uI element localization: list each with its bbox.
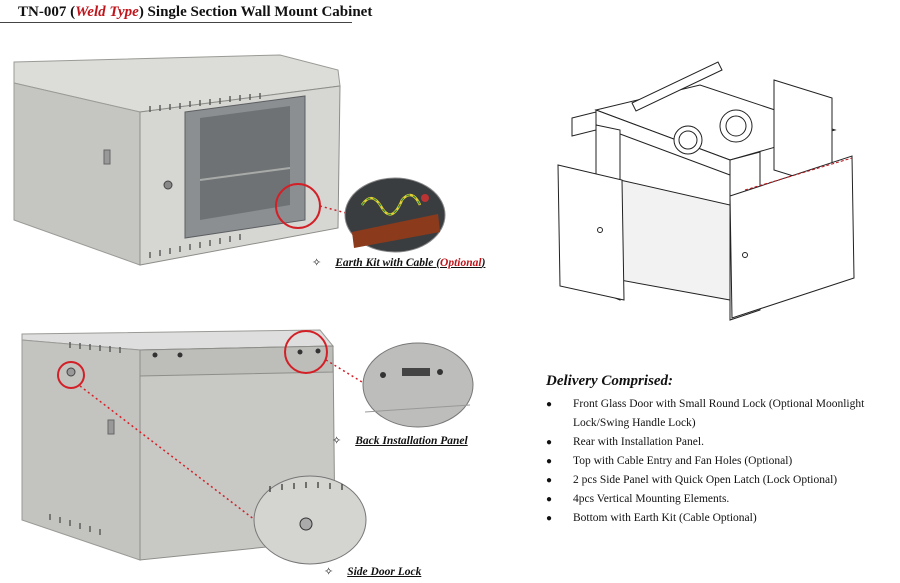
- page-title: TN-007 (Weld Type) Single Section Wall M…: [18, 4, 373, 20]
- back-panel-caption: ✧Back Installation Panel: [332, 435, 468, 447]
- back-panel-arrow: [325, 359, 363, 383]
- list-item: Bottom with Earth Kit (Cable Optional): [546, 509, 886, 528]
- title-divider: [0, 22, 352, 23]
- back-panel-zoom-photo: [362, 342, 474, 428]
- side-lock-zoom-photo: [253, 475, 367, 565]
- exploded-cabinet-drawing: [557, 61, 855, 321]
- list-item: Front Glass Door with Small Round Lock (…: [546, 395, 886, 433]
- earth-kit-caption: ✧Earth Kit with Cable (Optional): [312, 257, 486, 269]
- list-item: 4pcs Vertical Mounting Elements.: [546, 490, 886, 509]
- delivery-heading: Delivery Comprised:: [546, 373, 674, 389]
- weld-type-label: Weld Type: [75, 4, 139, 20]
- side-lock-caption: ✧Side Door Lock: [324, 566, 422, 578]
- side-lock-arrow: [79, 385, 256, 521]
- list-item: Top with Cable Entry and Fan Holes (Opti…: [546, 452, 886, 471]
- delivery-list: Front Glass Door with Small Round Lock (…: [546, 395, 886, 528]
- list-item: Rear with Installation Panel.: [546, 433, 886, 452]
- earth-kit-zoom-photo: [344, 177, 446, 253]
- side-lock-highlight: [57, 361, 85, 389]
- front-cabinet-photo: [13, 54, 341, 266]
- list-item: 2 pcs Side Panel with Quick Open Latch (…: [546, 471, 886, 490]
- back-panel-highlight: [284, 330, 328, 374]
